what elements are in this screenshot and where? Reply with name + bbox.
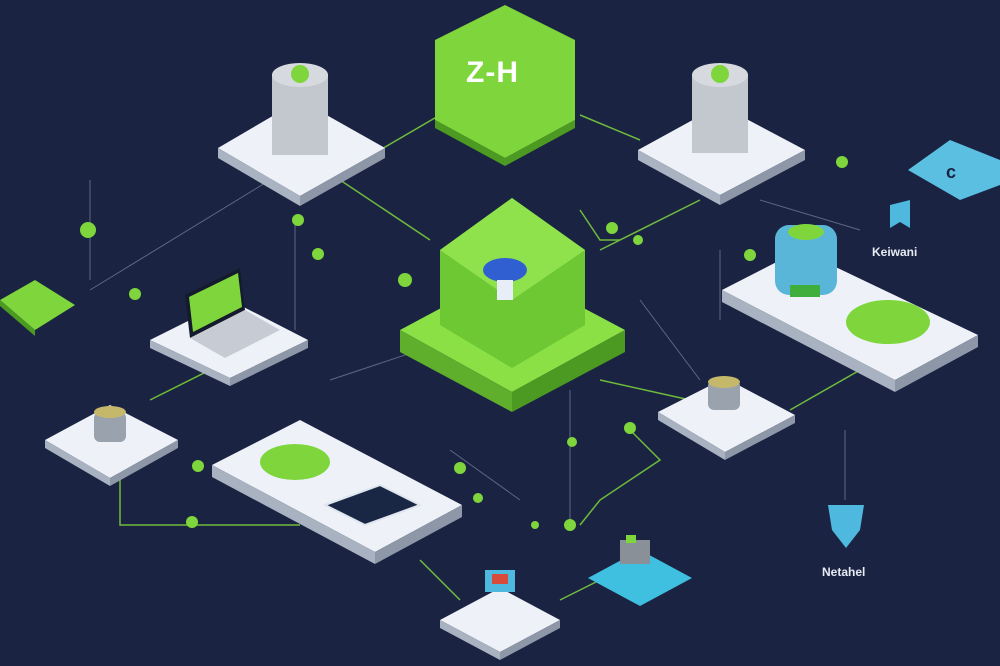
server-tile-top-left [218, 63, 385, 206]
small-tile-left [45, 405, 178, 486]
laptop-tile [150, 268, 308, 386]
hub-logo-text: Z-H [466, 56, 519, 89]
cyan-tile-bottom-right [588, 535, 692, 606]
green-node-left [0, 280, 75, 336]
small-tile-right [658, 376, 795, 460]
connection-lines [119, 114, 861, 601]
svg-text:c: c [946, 162, 956, 182]
bottom-tile [440, 570, 560, 660]
blue-node-top-right: c [908, 140, 1000, 200]
console-tile-bottom [212, 420, 462, 564]
bottom-right-node-label: Netahel [822, 565, 866, 579]
central-green-stack [400, 198, 625, 412]
server-tile-top-right [638, 63, 805, 205]
robot-tile-right [722, 224, 978, 392]
right-node-label: Keiwani [872, 245, 918, 259]
connection-dots [80, 156, 848, 531]
bookmark-icon [890, 200, 910, 228]
shield-icon [828, 505, 864, 548]
hub-hexagon [435, 5, 575, 166]
